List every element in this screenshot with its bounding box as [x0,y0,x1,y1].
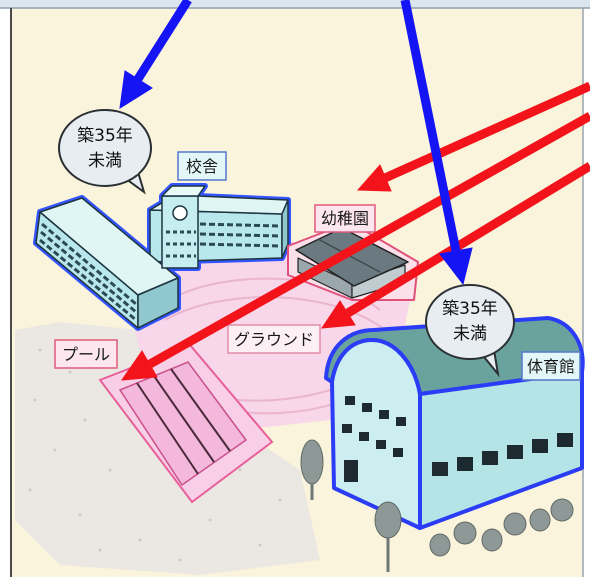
bush-icon [550,498,574,522]
bush-icon [429,533,451,557]
window [376,440,386,449]
arrow-head-icon [120,350,158,381]
speech-bubble [425,284,515,360]
gym-door [344,460,358,482]
window [507,445,523,459]
gym-long-wall-windows [432,433,573,476]
bubble-school: 築35年 未満 [58,109,152,195]
top-strip [0,0,590,8]
bubble-gym: 築35年 未満 [425,284,515,378]
pool-lane-line [170,368,231,452]
red-arrow-pool [120,112,590,381]
window [379,410,389,419]
arrow-shaft [400,0,461,252]
window [359,432,369,441]
label-ground: グラウンド [227,324,321,354]
window [457,457,473,471]
pool-water [118,361,248,487]
label-box [314,204,376,233]
label-school-text: 校舎 [186,157,218,176]
arrow-shaft [134,0,192,82]
tree-icon [374,501,402,539]
blue-arrow-gym [400,0,473,286]
bush-row [429,498,574,557]
land-speckles [28,348,282,562]
window [482,451,498,465]
red-arrow-ground [321,162,590,329]
bush-icon [529,508,551,532]
school-tower-windows [166,230,196,258]
gym-gable-windows [342,396,406,482]
gym-building [324,316,585,530]
school-left-wing-windows [39,222,137,322]
window [393,448,403,457]
red-arrow-kindergarten [356,81,590,192]
arrow-shaft [147,112,590,368]
pool [98,343,274,504]
arrow-head-icon [439,247,473,286]
red-arrows [120,81,590,381]
arrow-shaft [345,162,590,317]
label-pool-text: プール [62,345,110,364]
window [532,439,548,453]
label-box [521,351,581,381]
arrow-shaft [383,81,590,183]
window [396,417,406,426]
label-gym: 体育館 [521,351,581,381]
pool-lane-line [153,375,215,463]
label-box [227,324,321,354]
school-tower-roof [161,185,206,197]
label-box [177,151,227,181]
arrow-head-icon [321,300,356,329]
school-building [33,183,291,331]
school-main-wing-windows [199,222,281,248]
window [342,424,352,433]
label-kindergarten: 幼稚園 [314,204,376,233]
school-left-wing-end [137,277,179,329]
tree-icon [300,439,324,485]
speech-bubble [58,109,152,187]
trees [300,439,574,572]
bubble-school-line1: 築35年 [77,126,133,146]
label-pool: プール [54,339,118,369]
label-ground-text: グラウンド [234,330,314,349]
arrow-head-icon [356,164,392,192]
bubble-joint [120,168,138,178]
blue-arrow-school [119,0,192,109]
bubble-gym-line2: 未満 [453,324,487,344]
clock-icon [172,205,188,221]
label-kindergarten-text: 幼稚園 [321,209,369,228]
window [345,396,355,405]
blue-arrows [119,0,473,286]
bubble-school-line2: 未満 [88,151,122,171]
label-gym-text: 体育館 [527,357,575,376]
window [362,403,372,412]
window [557,433,573,447]
arrow-head-icon [119,70,153,109]
bubble-gym-line1: 築35年 [442,299,498,319]
label-box [54,339,118,369]
bush-icon [453,521,477,545]
window [432,462,448,476]
bush-icon [503,512,527,536]
bubble-joint [480,346,494,354]
bush-icon [481,528,503,552]
pool-lane-line [136,382,199,475]
school-main-wing-end [281,199,289,259]
label-school: 校舎 [177,151,227,181]
